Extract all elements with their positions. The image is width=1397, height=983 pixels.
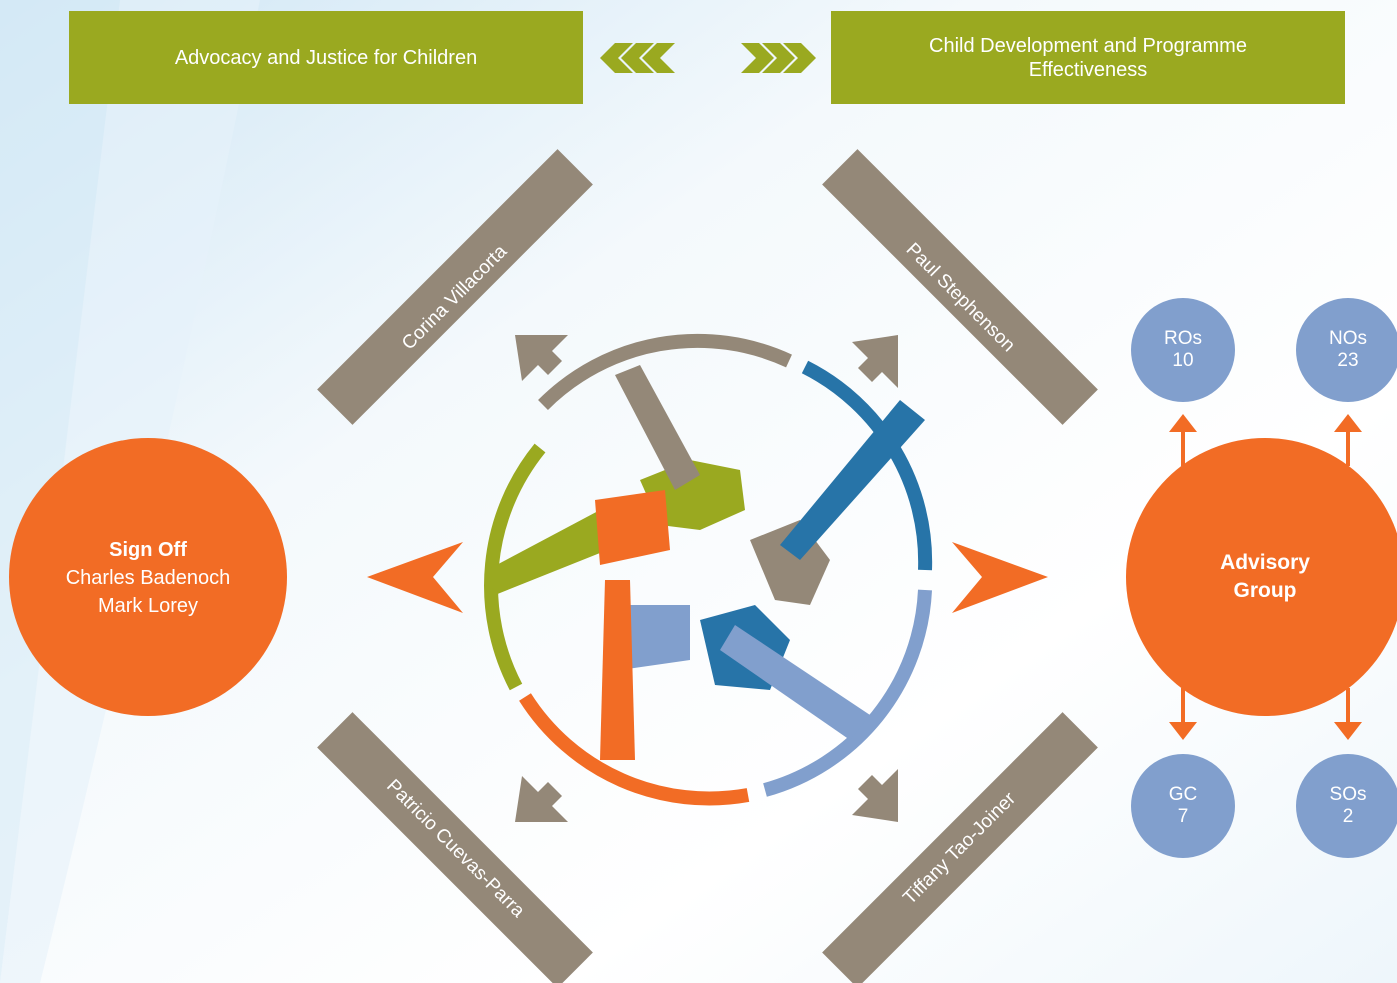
bubble-nos: NOs 23: [1296, 298, 1397, 402]
advisory-group-circle: [1126, 438, 1397, 716]
arrow-up-nos-icon: [1334, 414, 1362, 432]
sign-off-text: Sign Off Charles Badenoch Mark Lorey: [9, 536, 287, 620]
arrow-up-left-icon: [515, 335, 568, 381]
sign-off-title: Sign Off: [109, 539, 187, 561]
bubble-sos-value: 2: [1342, 806, 1354, 827]
top-box-child-development-line1: Child Development and Programme: [929, 34, 1247, 57]
ring: [484, 333, 933, 806]
top-box-child-development: Child Development and Programme Effectiv…: [831, 11, 1345, 104]
bubble-gc-label: GC: [1168, 784, 1198, 805]
hands-icon: [487, 365, 925, 760]
arrow-up-right-icon: [852, 335, 898, 388]
top-box-advocacy-label: Advocacy and Justice for Children: [174, 46, 478, 69]
left-chevrons-icon: [600, 43, 675, 73]
arrow-right-icon: [952, 542, 1048, 613]
top-box-advocacy: Advocacy and Justice for Children: [69, 11, 583, 104]
top-box-left-bg: [69, 11, 583, 104]
bubble-sos-label: SOs: [1329, 784, 1367, 805]
bar-bottom-right: [822, 712, 1098, 983]
bar-bottom-left: [317, 712, 593, 983]
bubble-ros-label: ROs: [1164, 328, 1202, 349]
sign-off-circle: [9, 438, 287, 716]
arrow-down-right-icon: [852, 769, 898, 822]
advisory-group-text: Advisory Group: [1126, 549, 1397, 605]
arrow-down-sos-icon: [1334, 722, 1362, 740]
advisory-line-2: Group: [1233, 579, 1297, 602]
bubble-gc: GC 7: [1131, 754, 1235, 858]
advisory-line-1: Advisory: [1220, 551, 1310, 574]
sign-off-name-2: Mark Lorey: [97, 595, 199, 617]
bubble-sos: SOs 2: [1296, 754, 1397, 858]
bubble-nos-value: 23: [1337, 350, 1359, 371]
arrow-up-ros-icon: [1169, 414, 1197, 432]
right-chevrons-icon: [741, 43, 816, 73]
bubble-nos-label: NOs: [1329, 328, 1367, 349]
top-box-right-bg: [831, 11, 1345, 104]
bar-top-right: [822, 149, 1098, 425]
top-box-child-development-line2: Effectiveness: [1028, 58, 1148, 81]
arrow-down-left-icon: [515, 776, 568, 822]
bubble-ros: ROs 10: [1131, 298, 1235, 402]
bubble-gc-value: 7: [1177, 806, 1189, 827]
bar-top-left: [317, 149, 593, 425]
bubble-ros-value: 10: [1172, 350, 1194, 371]
arrow-left-icon: [367, 542, 463, 613]
sign-off-name-1: Charles Badenoch: [65, 567, 231, 589]
arrow-down-gc-icon: [1169, 722, 1197, 740]
